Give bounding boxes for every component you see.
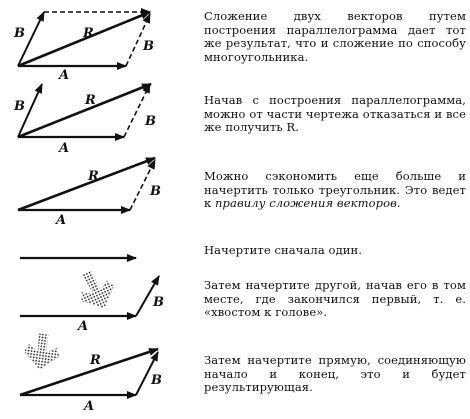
paragraph-triangle-rule: правилу сложения векторов.: [215, 196, 401, 210]
label-r-3: R: [87, 169, 99, 184]
vector-r-1: [17, 10, 151, 68]
label-a-1: A: [57, 68, 69, 83]
label-b-3: B: [149, 184, 161, 199]
paragraph-parallelogram: Сложение двух векторов путем построения …: [204, 9, 466, 64]
paragraph-triangle-text: Можно сэкономить еще больше и начертить …: [204, 169, 466, 210]
label-b-1: B: [13, 26, 25, 41]
vector-b-dashed-1: [125, 13, 151, 67]
paragraph-triangle: Можно сэкономить еще больше и начертить …: [204, 169, 466, 211]
label-r-6: R: [89, 353, 101, 368]
label-a-5: A: [76, 319, 88, 334]
label-a-6: A: [82, 399, 94, 414]
dotted-hint-arrow-icon: [81, 270, 115, 309]
vector-b-dashed-2: [123, 83, 151, 138]
vector-b-2: [17, 83, 43, 138]
label-a-3: A: [54, 213, 66, 228]
label-b-2: B: [13, 99, 25, 114]
vector-b-5: [135, 275, 160, 317]
label-b-5: B: [152, 295, 164, 310]
label-b-6: B: [150, 373, 162, 388]
vector-r-6: [19, 347, 159, 397]
dotted-hint-arrow-icon-2: [23, 333, 60, 370]
vector-b-dashed-3: [129, 159, 156, 211]
vector-r-2: [17, 82, 152, 139]
figure-resultant: [19, 347, 159, 399]
vector-figures: B R B A B R B A R B A B A R B A: [13, 8, 164, 414]
figure-triangle: [17, 156, 156, 214]
label-b-dashed-2: B: [144, 114, 156, 129]
paragraph-first-vector: Начертите сначала один.: [204, 243, 363, 257]
vector-b-6: [135, 351, 159, 396]
vector-b-1: [17, 11, 45, 67]
paragraph-second-vector: Затем начертите другой, начав его в том …: [204, 278, 466, 319]
label-r-2: R: [84, 93, 96, 108]
label-b-dashed-1: B: [142, 39, 154, 54]
paragraph-partial: Начав с построения параллелограмма, можн…: [204, 93, 466, 134]
label-a-2: A: [57, 141, 69, 156]
label-r-1: R: [82, 26, 94, 41]
figure-parallelogram: [17, 8, 151, 70]
figure-tail-to-head: [20, 275, 160, 320]
vector-r-3: [17, 156, 156, 212]
paragraph-resultant: Затем начертите прямую, соединяющую нача…: [204, 353, 466, 394]
figure-partial-parallelogram: [17, 82, 152, 141]
